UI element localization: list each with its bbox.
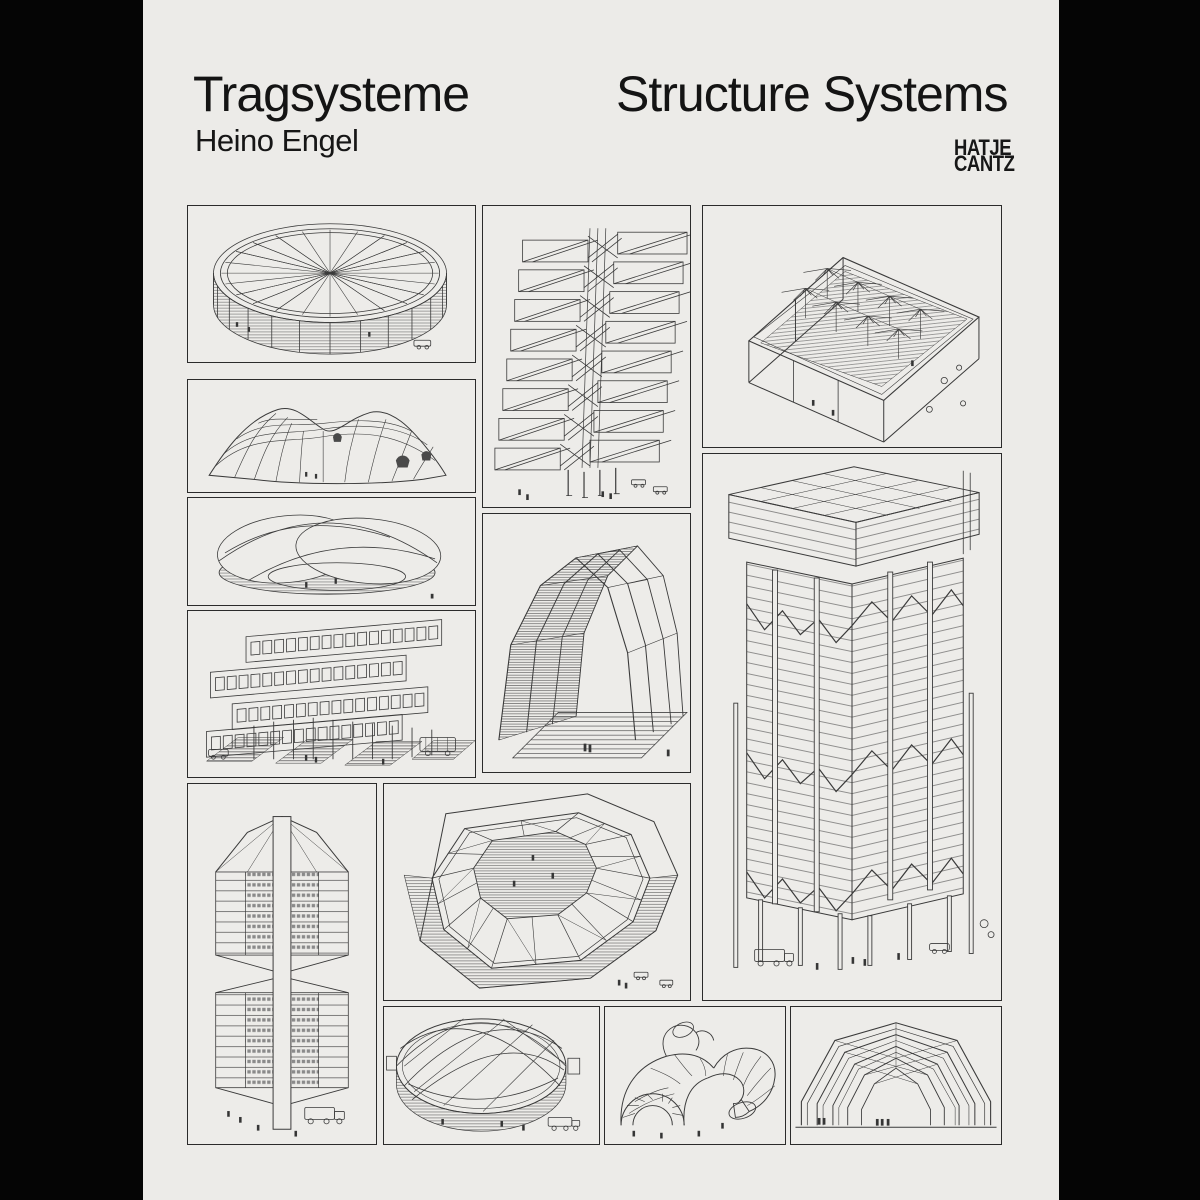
panel-trussed-high-rise [702,453,1002,1001]
panel-freeform-gridshell [187,379,476,493]
space-frame-stack-drawing [494,228,690,501]
elevated-slab-blocks-drawing [205,619,475,766]
title-english: Structure Systems [616,65,1008,122]
right-black-bar [1059,0,1200,1200]
left-black-bar [0,0,143,1200]
suspended-core-tower-drawing [215,816,349,1137]
circular-truss-hall-drawing [213,223,447,355]
intersecting-shell-domes-drawing [217,514,442,599]
title-german: Tragsysteme [193,65,470,122]
oval-ring-stadium-drawing [403,793,679,989]
publisher-line-2: CANTZ [954,151,1015,177]
pointed-arch-hall-drawing [498,545,688,759]
panel-suspended-core-tower [187,783,377,1145]
branching-tube-vaults-drawing [620,1021,776,1139]
freeform-gridshell-drawing [208,408,447,485]
panel-mast-tent-box-hall [702,205,1002,448]
panel-pointed-arch-hall [482,513,691,773]
panel-nested-portal-arches [790,1006,1002,1145]
cover-page: Tragsysteme Structure Systems Heino Enge… [143,0,1059,1200]
panel-circular-truss-hall [187,205,476,363]
panel-oval-ring-stadium [383,783,691,1001]
mast-tent-box-hall-drawing [747,256,980,443]
panel-elevated-slab-blocks [187,610,476,778]
panel-space-frame-stack [482,205,691,508]
publisher-line-1: HATJE [954,135,1012,160]
nested-portal-arches-drawing [795,1022,997,1128]
trussed-high-rise-drawing [728,466,995,970]
panel-intersecting-shell-domes [187,497,476,606]
author-name: Heino Engel [195,123,359,158]
panel-braced-oval-dome [383,1006,600,1145]
panel-branching-tube-vaults [604,1006,786,1145]
braced-oval-dome-drawing [386,1018,581,1132]
publisher-logo: HATJE CANTZ [954,135,1015,177]
